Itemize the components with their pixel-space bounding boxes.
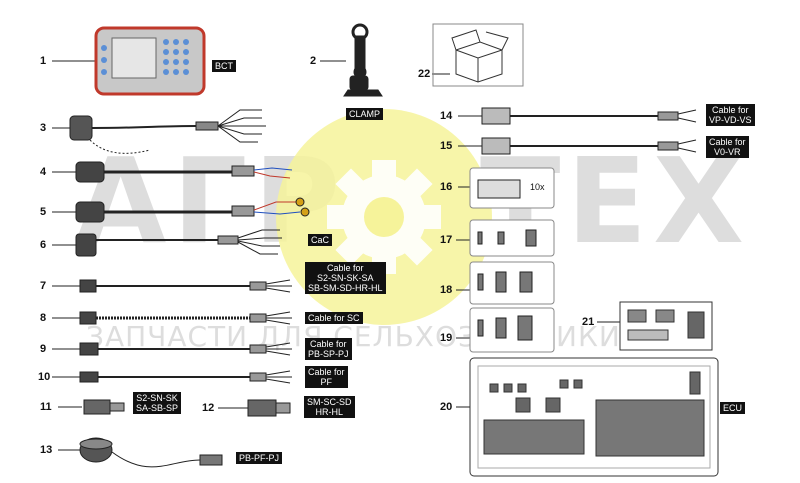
part-number-19: 19 (440, 332, 453, 344)
label-ecu: ECU (720, 402, 746, 414)
part-number-7: 7 (40, 280, 47, 292)
sensor-cable-icon (79, 437, 223, 468)
part-number-21: 21 (582, 316, 595, 328)
cable-harnesses (69, 109, 310, 384)
box-icon (432, 23, 524, 87)
label-quantity-16: 10x (530, 182, 545, 192)
part-number-1: 1 (40, 55, 47, 67)
label-sensor-12: SM-SC-SD HR-HL (304, 396, 355, 418)
terminal-icon (94, 26, 206, 96)
kit-boxes (469, 167, 555, 353)
part-number-16: 16 (440, 181, 453, 193)
clamp-icon (343, 23, 383, 97)
sensor-icon (83, 399, 291, 417)
part-number-5: 5 (40, 206, 47, 218)
part-number-8: 8 (40, 312, 47, 324)
label-cable-14: Cable for VP-VD-VS (706, 104, 755, 126)
label-cable-9: Cable for PB-SP-PJ (305, 338, 352, 360)
part-number-14: 14 (440, 110, 453, 122)
label-cable-15: Cable for V0-VR (706, 136, 749, 158)
part-number-20: 20 (440, 401, 453, 413)
part-number-6: 6 (40, 239, 47, 251)
part-number-10: 10 (38, 371, 51, 383)
label-cable-7: Cable for S2-SN-SK-SA SB-SM-SD-HR-HL (305, 262, 386, 294)
label-cable-pf: Cable for PF (305, 366, 348, 388)
part-number-17: 17 (440, 234, 453, 246)
label-sensor-11: S2-SN-SK SA-SB-SP (133, 392, 182, 414)
ecu-icon (469, 357, 719, 477)
part-number-15: 15 (440, 140, 453, 152)
circuit-board-icon (619, 301, 713, 351)
label-cable-sc: Cable for SC (305, 312, 363, 324)
label-cac: CaC (308, 234, 333, 246)
part-number-13: 13 (40, 444, 53, 456)
part-number-11: 11 (40, 401, 52, 413)
part-number-4: 4 (40, 166, 47, 178)
part-number-3: 3 (40, 122, 47, 134)
part-number-9: 9 (40, 343, 47, 355)
part-number-18: 18 (440, 284, 453, 296)
label-bct: BCT (212, 60, 236, 72)
valve-cable-icon (481, 107, 697, 155)
label-sensor-13: PB-PF-PJ (236, 452, 283, 464)
part-number-2: 2 (310, 55, 317, 67)
label-clamp: CLAMP (346, 108, 384, 120)
part-number-12: 12 (202, 402, 215, 414)
part-number-22: 22 (418, 68, 431, 80)
